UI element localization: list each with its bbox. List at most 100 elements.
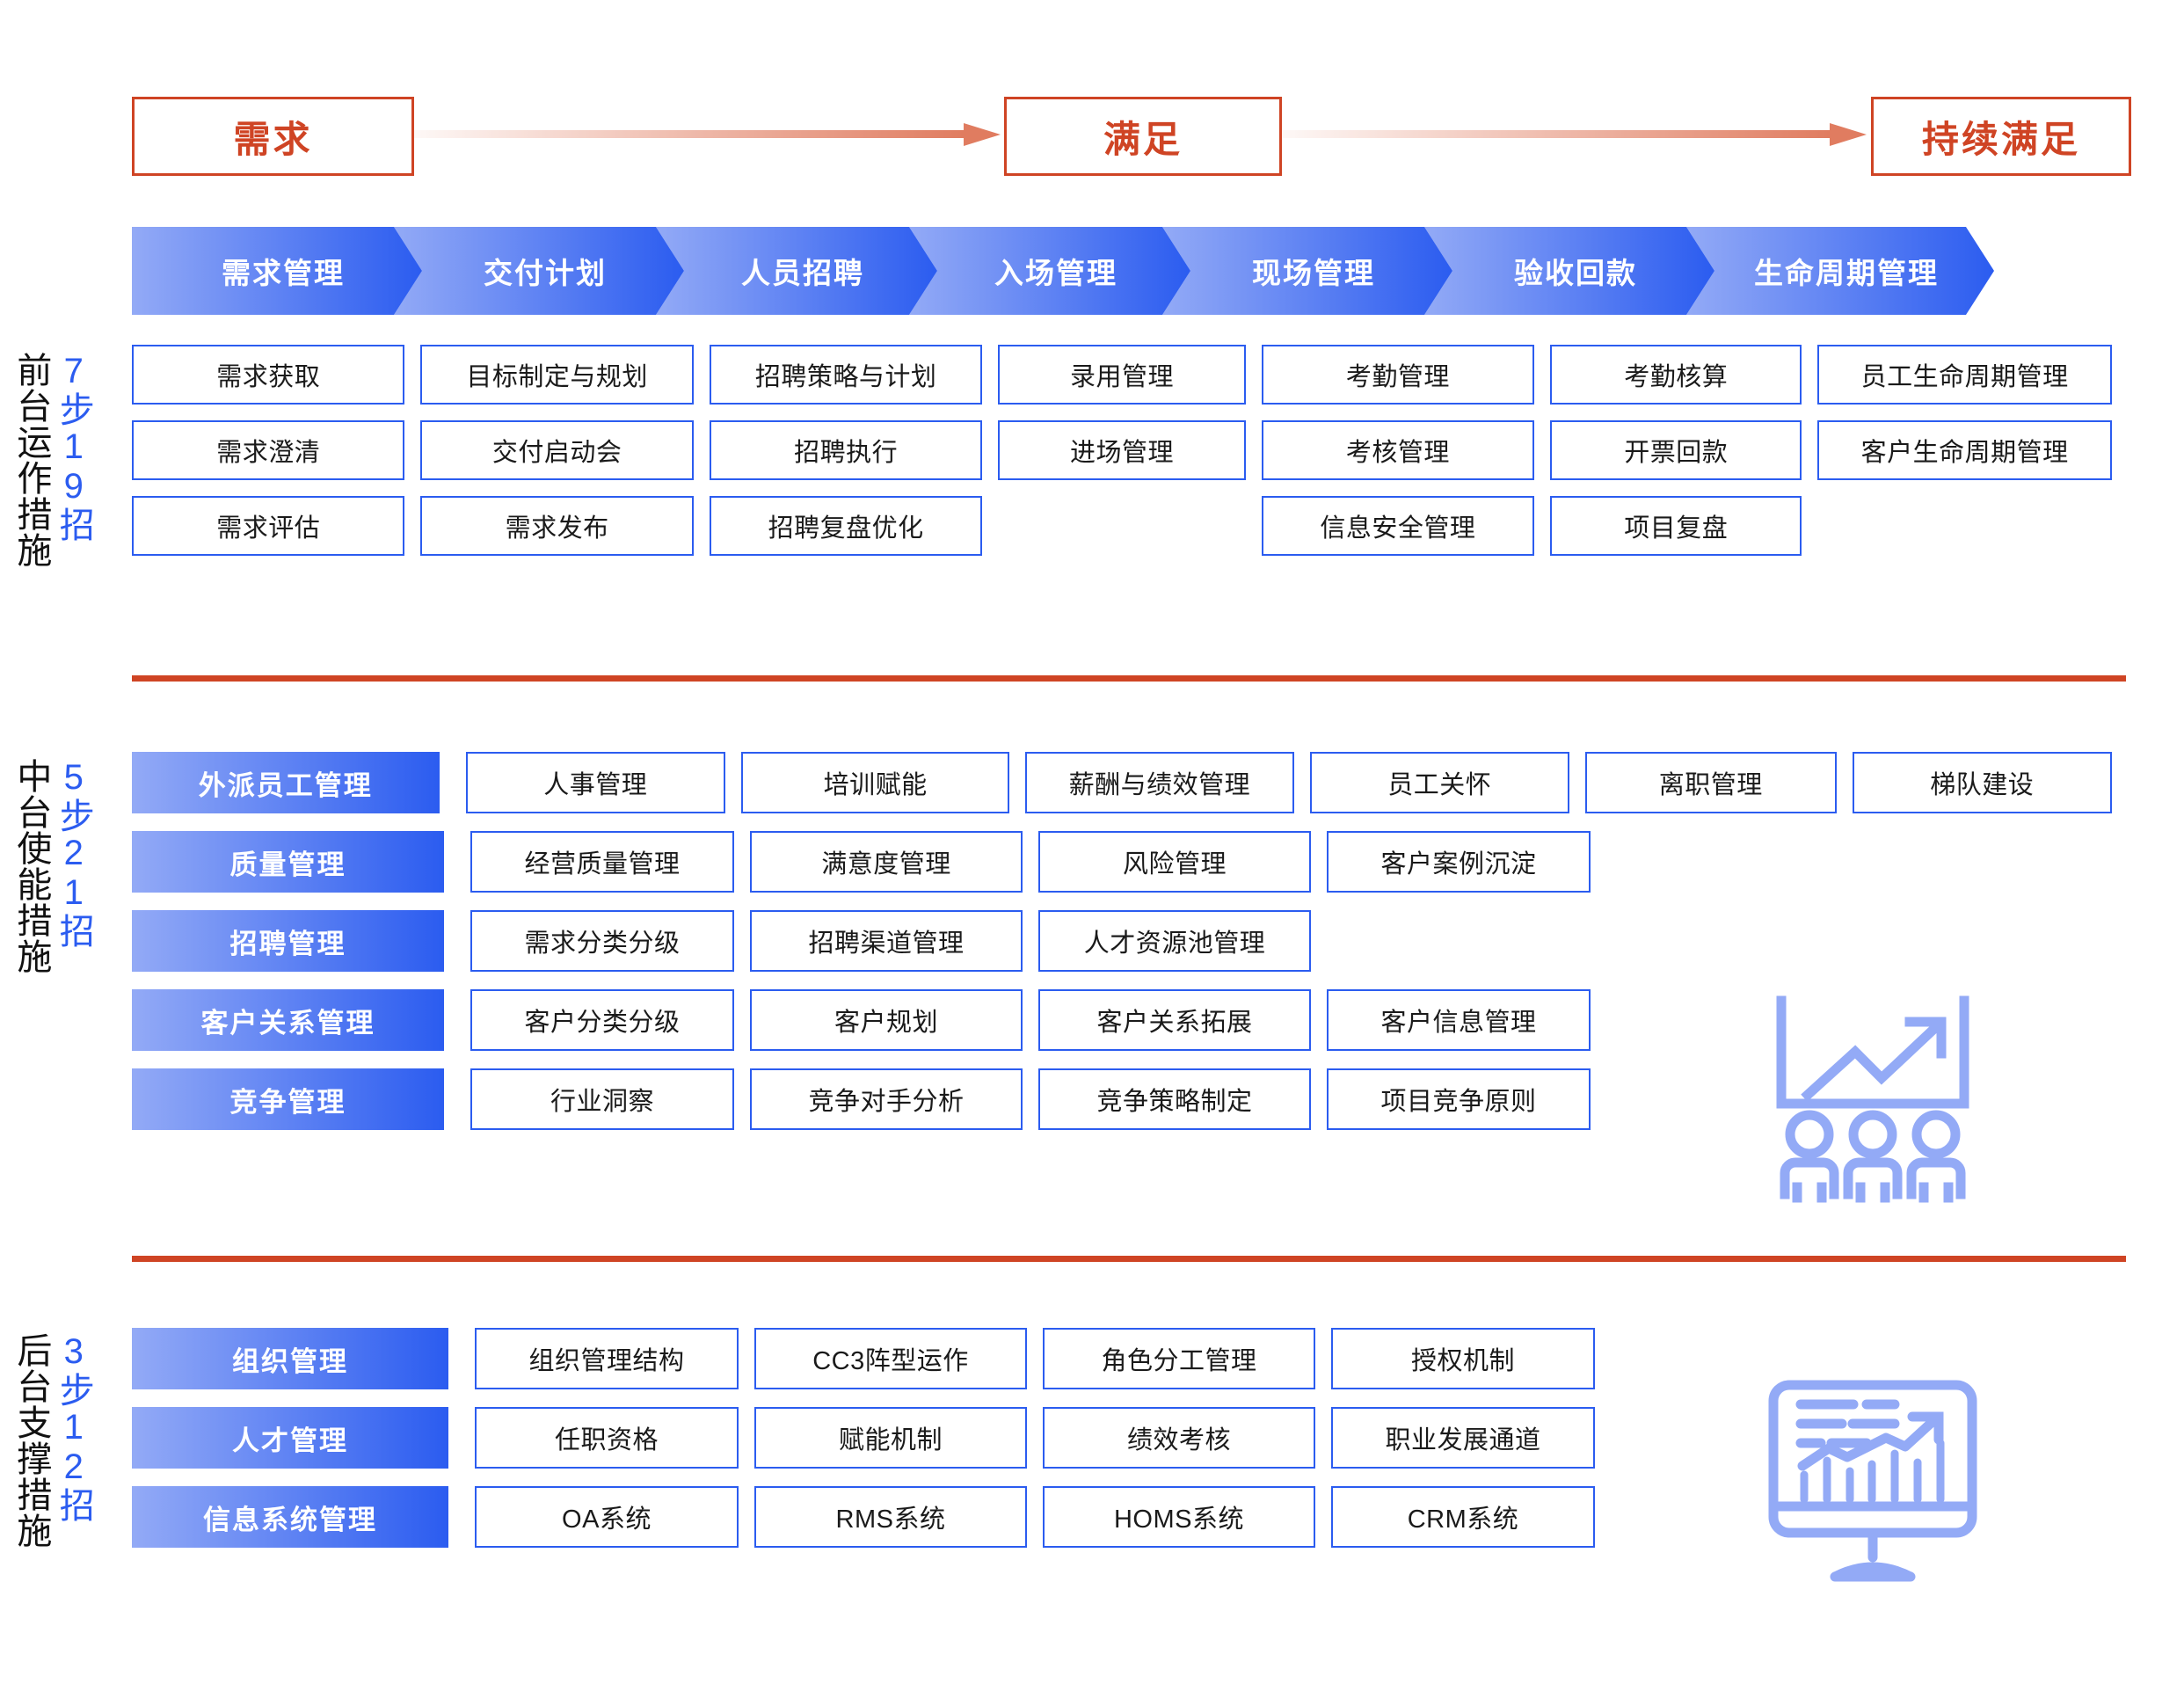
- measure-card[interactable]: HOMS系统: [1043, 1486, 1315, 1548]
- measure-card[interactable]: 需求澄清: [132, 420, 405, 480]
- stage-box-continuous-satisfy: 持续满足: [1871, 97, 2131, 176]
- stage-label: 需求: [233, 118, 313, 160]
- measure-card[interactable]: 角色分工管理: [1043, 1328, 1315, 1389]
- stage-box-demand: 需求: [132, 97, 414, 176]
- section-count: 7步19招: [54, 352, 93, 543]
- measure-card[interactable]: 考核管理: [1261, 420, 1535, 480]
- section-count: 3步12招: [54, 1332, 93, 1523]
- measure-card[interactable]: 经营质量管理: [470, 831, 734, 893]
- measure-card[interactable]: 招聘执行: [709, 420, 983, 480]
- measure-card[interactable]: 赋能机制: [754, 1407, 1027, 1469]
- measure-card[interactable]: 考勤核算: [1550, 345, 1802, 405]
- category-row: 人才管理任职资格赋能机制绩效考核职业发展通道: [132, 1407, 2128, 1469]
- measure-card[interactable]: 行业洞察: [470, 1068, 734, 1130]
- measure-card[interactable]: 培训赋能: [740, 752, 1010, 813]
- measure-card[interactable]: 客户分类分级: [470, 989, 734, 1051]
- monitor-chart-icon: [1754, 1367, 1991, 1605]
- measure-card[interactable]: 招聘复盘优化: [709, 496, 983, 556]
- presentation-audience-icon: [1758, 976, 1987, 1205]
- measure-card[interactable]: 绩效考核: [1043, 1407, 1315, 1469]
- arrow-demand-to-satisfy: [413, 123, 1001, 146]
- measure-card[interactable]: 信息安全管理: [1261, 496, 1535, 556]
- process-step-6[interactable]: 验收回款: [1424, 227, 1714, 315]
- measure-card[interactable]: 薪酬与绩效管理: [1025, 752, 1294, 813]
- measure-card[interactable]: 组织管理结构: [475, 1328, 739, 1389]
- measure-card[interactable]: 项目竞争原则: [1327, 1068, 1591, 1130]
- process-step-2[interactable]: 交付计划: [394, 227, 684, 315]
- divider-2: [132, 1256, 2126, 1262]
- measure-card[interactable]: 员工生命周期管理: [1817, 345, 2112, 405]
- divider-1: [132, 675, 2126, 682]
- measure-card[interactable]: 交付启动会: [420, 420, 694, 480]
- process-step-1[interactable]: 需求管理: [132, 227, 422, 315]
- measure-card[interactable]: 竞争策略制定: [1038, 1068, 1311, 1130]
- measure-card[interactable]: OA系统: [475, 1486, 739, 1548]
- measure-card[interactable]: 需求分类分级: [470, 910, 734, 972]
- measure-card[interactable]: 需求发布: [420, 496, 694, 556]
- measure-card[interactable]: RMS系统: [754, 1486, 1027, 1548]
- measure-card[interactable]: 梯队建设: [1852, 752, 2112, 813]
- measure-card[interactable]: 客户关系拓展: [1038, 989, 1311, 1051]
- category-card[interactable]: 质量管理: [132, 831, 444, 893]
- measure-card[interactable]: 客户生命周期管理: [1817, 420, 2112, 480]
- process-step-label: 人员招聘: [741, 257, 864, 289]
- arrow-head-icon: [964, 123, 1001, 146]
- section-title: 前台运作措施: [11, 352, 51, 568]
- measure-card[interactable]: 授权机制: [1331, 1328, 1595, 1389]
- stage-label: 满足: [1103, 118, 1183, 160]
- process-step-3[interactable]: 人员招聘: [656, 227, 937, 315]
- process-step-label: 需求管理: [222, 257, 345, 289]
- measure-card[interactable]: 竞争对手分析: [750, 1068, 1023, 1130]
- measure-card[interactable]: 录用管理: [998, 345, 1246, 405]
- measure-card[interactable]: CRM系统: [1331, 1486, 1595, 1548]
- measure-card[interactable]: 客户信息管理: [1327, 989, 1591, 1051]
- section-label-back-office: 后台支撑措施 3步12招: [11, 1332, 93, 1549]
- category-card[interactable]: 竞争管理: [132, 1068, 444, 1130]
- measure-card[interactable]: 人才资源池管理: [1038, 910, 1311, 972]
- measure-card[interactable]: 离职管理: [1584, 752, 1837, 813]
- category-card[interactable]: 招聘管理: [132, 910, 444, 972]
- measure-card[interactable]: 招聘策略与计划: [709, 345, 983, 405]
- process-step-label: 验收回款: [1514, 257, 1637, 289]
- measure-card[interactable]: 满意度管理: [750, 831, 1023, 893]
- process-step-7[interactable]: 生命周期管理: [1686, 227, 1994, 315]
- process-step-4[interactable]: 入场管理: [909, 227, 1190, 315]
- measure-card[interactable]: 目标制定与规划: [420, 345, 694, 405]
- measure-card[interactable]: 风险管理: [1038, 831, 1311, 893]
- measure-card[interactable]: 职业发展通道: [1331, 1407, 1595, 1469]
- measure-card[interactable]: 考勤管理: [1261, 345, 1535, 405]
- front-office-row: 需求评估需求发布招聘复盘优化 信息安全管理项目复盘: [132, 496, 2128, 556]
- middle-office-grid: 外派员工管理人事管理培训赋能薪酬与绩效管理员工关怀离职管理梯队建设质量管理经营质…: [132, 752, 2128, 1148]
- measure-card[interactable]: CC3阵型运作: [754, 1328, 1027, 1389]
- measure-card[interactable]: 人事管理: [465, 752, 725, 813]
- measure-card[interactable]: 客户规划: [750, 989, 1023, 1051]
- category-row: 招聘管理需求分类分级招聘渠道管理人才资源池管理: [132, 910, 2128, 972]
- measure-card[interactable]: 项目复盘: [1550, 496, 1802, 556]
- process-step-label: 交付计划: [484, 257, 607, 289]
- measure-card[interactable]: 开票回款: [1550, 420, 1802, 480]
- measure-card[interactable]: 需求评估: [132, 496, 405, 556]
- category-card[interactable]: 客户关系管理: [132, 989, 444, 1051]
- process-step-5[interactable]: 现场管理: [1162, 227, 1452, 315]
- measure-card[interactable]: 招聘渠道管理: [750, 910, 1023, 972]
- category-card[interactable]: 外派员工管理: [132, 752, 440, 813]
- arrow-satisfy-to-continuous: [1282, 123, 1867, 146]
- category-card[interactable]: 信息系统管理: [132, 1486, 448, 1548]
- category-row: 竞争管理行业洞察竞争对手分析竞争策略制定项目竞争原则: [132, 1068, 2128, 1130]
- process-step-label: 现场管理: [1252, 257, 1375, 289]
- process-step-label: 入场管理: [994, 257, 1117, 289]
- measure-card[interactable]: 客户案例沉淀: [1327, 831, 1591, 893]
- measure-card[interactable]: 需求获取: [132, 345, 405, 405]
- section-label-front-office: 前台运作措施 7步19招: [11, 352, 93, 568]
- front-office-grid: 需求获取目标制定与规划招聘策略与计划录用管理考勤管理考勤核算员工生命周期管理需求…: [132, 345, 2128, 572]
- measure-card[interactable]: 任职资格: [475, 1407, 739, 1469]
- section-title: 中台使能措施: [11, 758, 51, 974]
- measure-card[interactable]: 进场管理: [998, 420, 1246, 480]
- category-card[interactable]: 人才管理: [132, 1407, 448, 1469]
- process-step-label: 生命周期管理: [1754, 257, 1939, 289]
- measure-card[interactable]: 员工关怀: [1309, 752, 1569, 813]
- category-card[interactable]: 组织管理: [132, 1328, 448, 1389]
- category-row: 质量管理经营质量管理满意度管理风险管理客户案例沉淀: [132, 831, 2128, 893]
